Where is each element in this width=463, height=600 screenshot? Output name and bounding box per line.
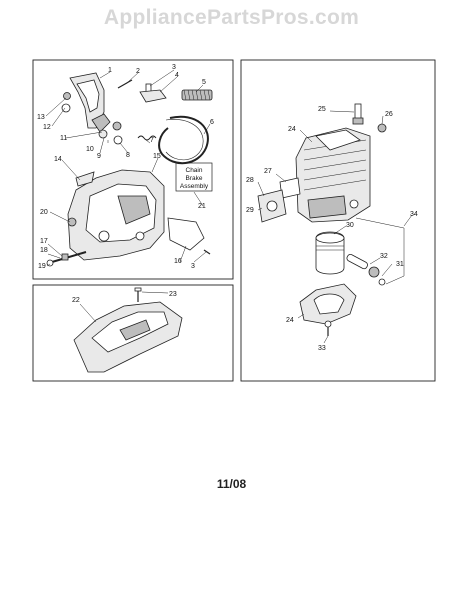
callout-1: 1 [108, 67, 112, 74]
watermark: AppliancePartsPros.com [103, 6, 360, 29]
callout-24a: 24 [288, 126, 296, 133]
panel-cylinder [240, 59, 436, 382]
callout-26: 26 [385, 111, 393, 118]
bar-nut-part [67, 217, 77, 227]
washer-part [113, 135, 123, 145]
small-spring-part [137, 135, 157, 141]
callout-20: 20 [40, 209, 48, 216]
nut-part [112, 121, 122, 131]
decompression-valve-part [377, 123, 387, 133]
callout-32: 32 [380, 253, 388, 260]
callout-5: 5 [202, 79, 206, 86]
callout-30: 30 [346, 222, 354, 229]
chain-brake-label-line3: Assembly [180, 183, 209, 190]
revision-date: 11/08 [216, 477, 247, 491]
cylinder-part [295, 127, 371, 223]
adjuster-screw-part [46, 251, 87, 267]
callout-24b: 24 [286, 317, 294, 324]
brake-band-part [158, 115, 209, 164]
callout-3b: 3 [191, 263, 195, 270]
panel-chain-brake [32, 59, 234, 280]
callout-13: 13 [37, 114, 45, 121]
bar-cover-part [73, 301, 183, 373]
callout-7: 7 [150, 137, 154, 144]
callout-23: 23 [169, 291, 177, 298]
callout-2: 2 [136, 68, 140, 75]
chain-brake-label-box [175, 162, 213, 192]
callout-31: 31 [396, 261, 404, 268]
callout-3a: 3 [172, 64, 176, 71]
callout-21: 21 [198, 203, 206, 210]
screw-head-part [61, 103, 71, 113]
bracket-part [167, 217, 205, 251]
side-cover-part [67, 169, 165, 261]
callout-27: 27 [264, 168, 272, 175]
pin-part [117, 79, 133, 89]
clip-part [75, 171, 95, 187]
callout-18: 18 [40, 247, 48, 254]
callout-25: 25 [318, 106, 326, 113]
brake-link-part [139, 83, 167, 103]
spark-plug-part [352, 103, 364, 125]
callout-33: 33 [318, 345, 326, 352]
callout-10: 10 [86, 146, 94, 153]
callout-4: 4 [175, 72, 179, 79]
chain-brake-label-line2: Brake [186, 175, 203, 182]
callout-14: 14 [54, 156, 62, 163]
crankcase-half-part [299, 283, 357, 325]
callout-9: 9 [97, 153, 101, 160]
piston-part [315, 231, 345, 275]
brake-spring-part [181, 89, 213, 101]
bushing-part [98, 129, 108, 139]
callout-6: 6 [210, 119, 214, 126]
chain-brake-label-line1: Chain [186, 167, 203, 174]
callout-28: 28 [246, 177, 254, 184]
panel-bar-cover [32, 284, 234, 382]
callout-12: 12 [43, 124, 51, 131]
needle-bearing-part [368, 266, 380, 278]
callout-8: 8 [126, 152, 130, 159]
callout-17: 17 [40, 238, 48, 245]
callout-22: 22 [72, 297, 80, 304]
callout-16: 16 [174, 258, 182, 265]
callout-15: 15 [153, 153, 161, 160]
hex-nut-part [63, 92, 71, 100]
hand-guard-part [69, 72, 111, 133]
callout-19: 19 [38, 263, 46, 270]
wrist-pin-part [346, 253, 368, 270]
callout-34: 34 [410, 211, 418, 218]
callout-29: 29 [246, 207, 254, 214]
callout-11: 11 [60, 135, 67, 142]
